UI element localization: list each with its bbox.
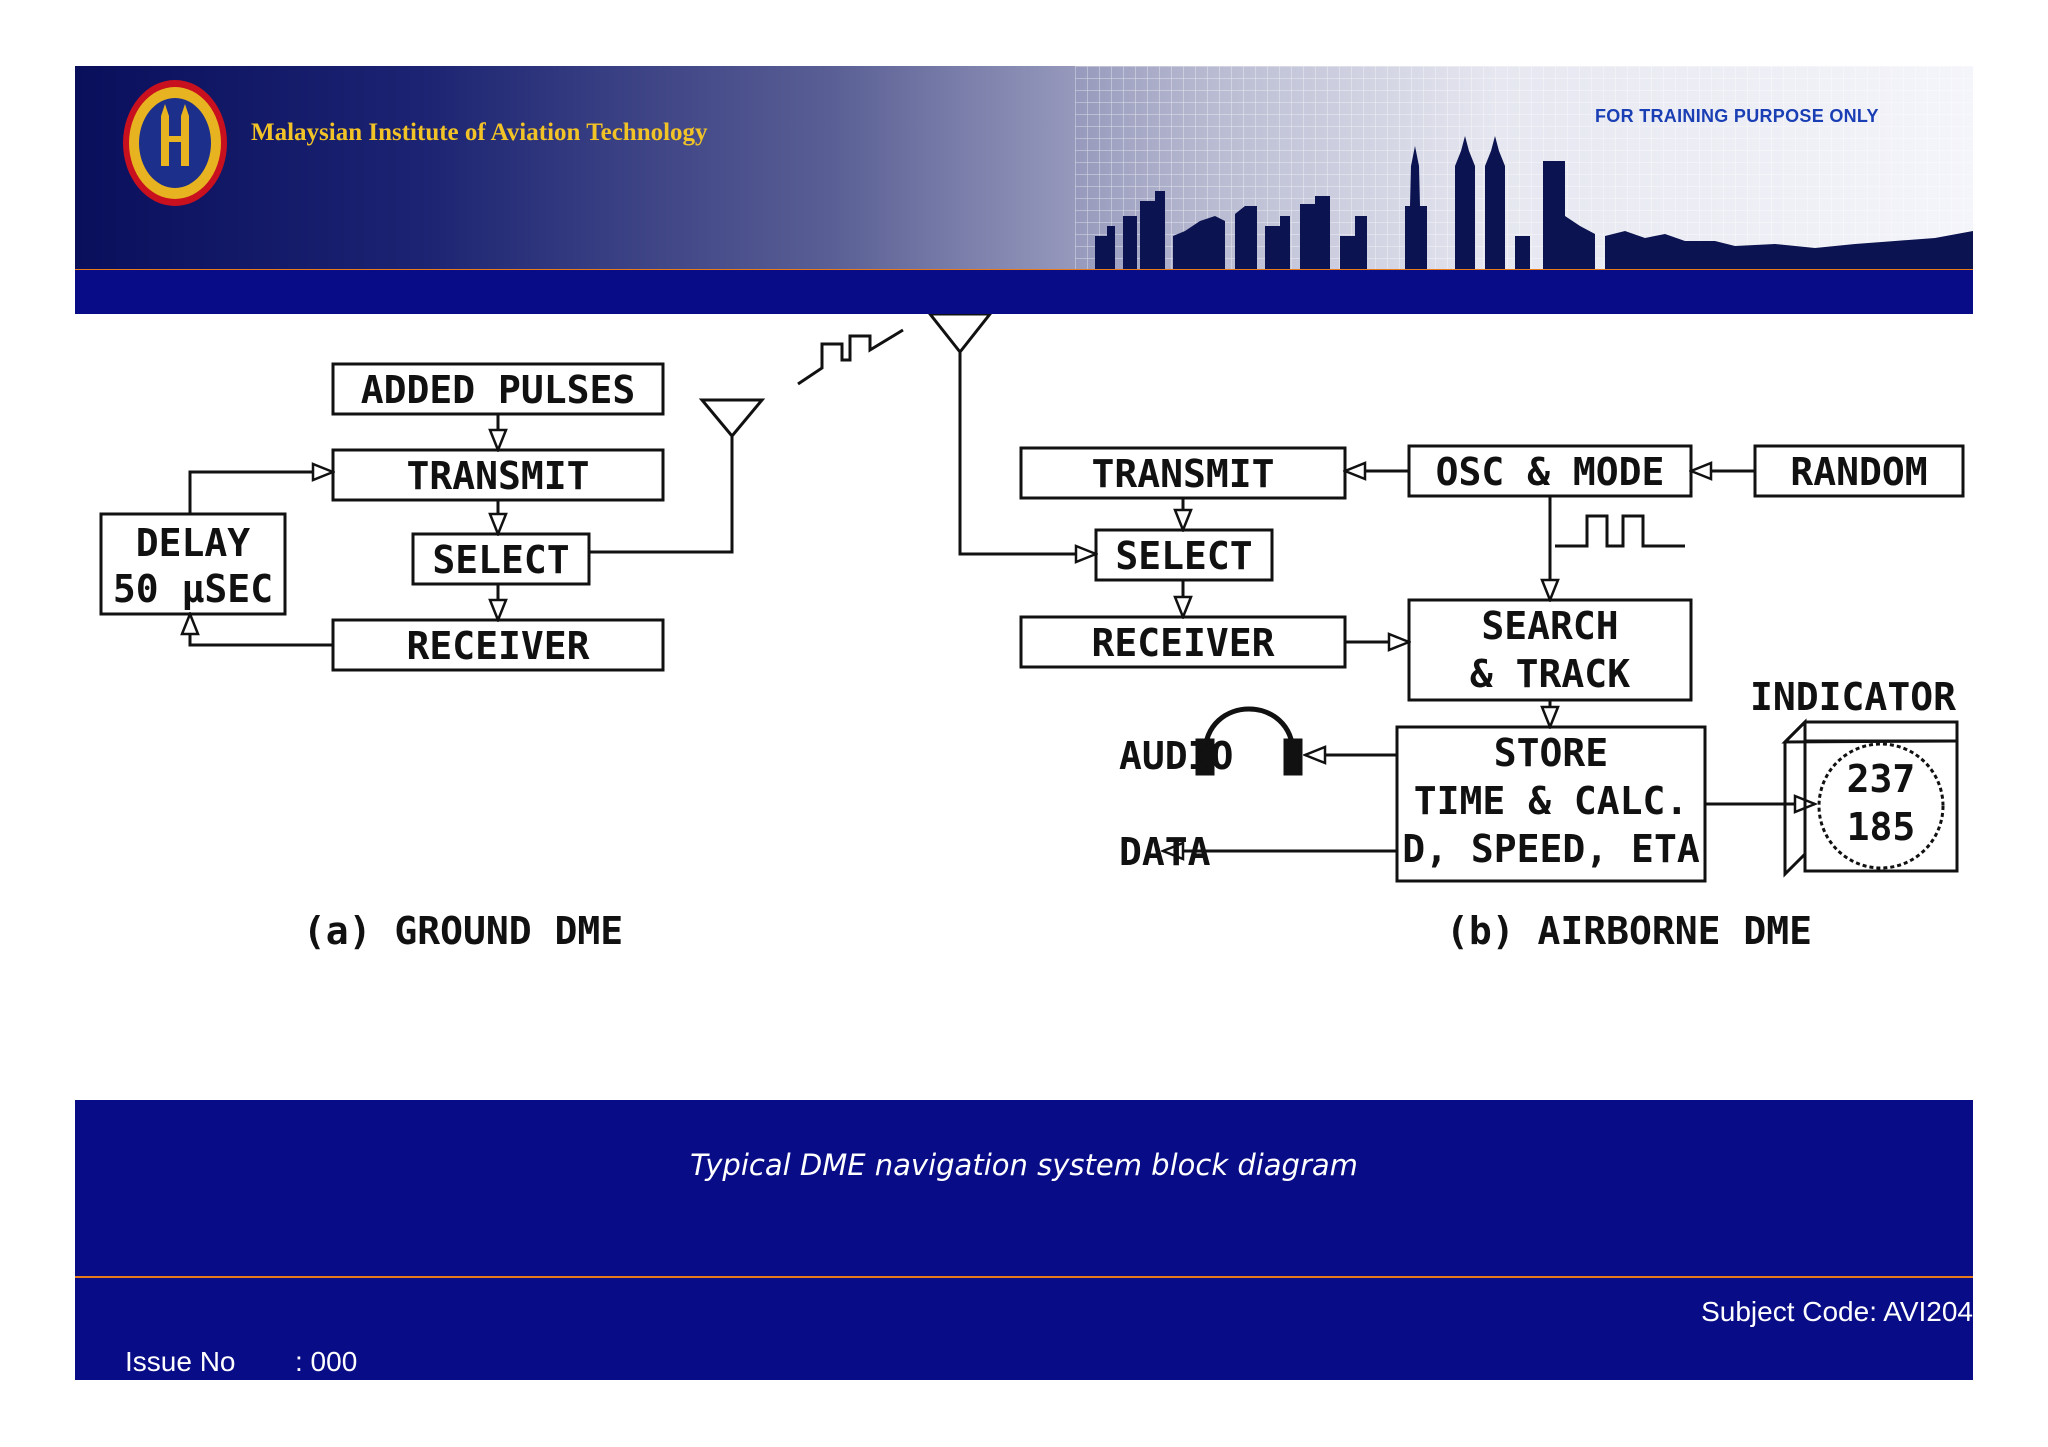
ground-antenna-icon <box>698 398 766 439</box>
institute-name: Malaysian Institute of Aviation Technolo… <box>251 119 708 146</box>
airborne-store-label: STORE <box>1494 731 1608 775</box>
ground-dme-caption: (a) GROUND DME <box>303 909 623 953</box>
institute-logo-icon <box>123 80 227 206</box>
headphones-icon <box>1195 706 1303 776</box>
indicator-label: INDICATOR <box>1750 675 1956 719</box>
ground-delay-time-label: 50 µSEC <box>113 567 273 611</box>
figure-caption: Typical DME navigation system block diag… <box>690 1148 1358 1182</box>
airborne-receiver-label: RECEIVER <box>1091 621 1274 665</box>
ground-delay-label: DELAY <box>136 521 251 565</box>
airborne-track-label: & TRACK <box>1470 652 1630 696</box>
slide: Malaysian Institute of Aviation Technolo… <box>75 66 1973 1380</box>
issue-label: Issue No <box>125 1346 236 1377</box>
airborne-pulse-pair-icon <box>1555 514 1685 548</box>
subject-code: Subject Code: AVI204 <box>1701 1296 1973 1327</box>
indicator-display-icon <box>1781 718 1959 878</box>
header-banner: Malaysian Institute of Aviation Technolo… <box>75 66 1973 314</box>
ground-added-pulses-label: ADDED PULSES <box>361 368 636 412</box>
city-skyline-icon <box>1095 136 1973 270</box>
ground-antenna-feed <box>589 434 734 554</box>
pulse-pair-icon <box>797 328 904 386</box>
training-notice: FOR TRAINING PURPOSE ONLY <box>1595 106 1879 126</box>
indicator-value-top: 237 <box>1847 757 1916 801</box>
data-label: DATA <box>1119 830 1211 874</box>
footer-orange-line <box>75 1276 1973 1278</box>
airborne-select-label: SELECT <box>1115 534 1252 578</box>
header-band <box>75 270 1973 314</box>
airborne-antenna-icon <box>928 314 992 355</box>
ground-receiver-label: RECEIVER <box>406 624 589 668</box>
airborne-transmit-label: TRANSMIT <box>1091 452 1274 496</box>
footer-band: Typical DME navigation system block diag… <box>75 1100 1973 1380</box>
airborne-random-label: RANDOM <box>1790 450 1927 494</box>
indicator-value-bottom: 185 <box>1847 805 1916 849</box>
airborne-dme-caption: (b) AIRBORNE DME <box>1446 909 1812 953</box>
ground-select-label: SELECT <box>432 538 569 582</box>
airborne-antenna-feed <box>958 352 1096 554</box>
airborne-osc-mode-label: OSC & MODE <box>1436 450 1665 494</box>
airborne-time-calc-label: TIME & CALC. <box>1414 779 1689 823</box>
airborne-speed-eta-label: D, SPEED, ETA <box>1402 827 1700 871</box>
ground-arrow-receiver-delay <box>190 614 333 647</box>
issue-value: : 000 <box>295 1346 358 1377</box>
audio-label: AUDIO <box>1119 734 1233 778</box>
ground-arrow-delay-transmit <box>188 472 333 514</box>
dme-block-diagram: ADDED PULSES TRANSMIT SELECT RECEIVER DE… <box>99 314 1965 953</box>
airborne-search-label: SEARCH <box>1481 604 1618 648</box>
ground-transmit-label: TRANSMIT <box>406 454 589 498</box>
